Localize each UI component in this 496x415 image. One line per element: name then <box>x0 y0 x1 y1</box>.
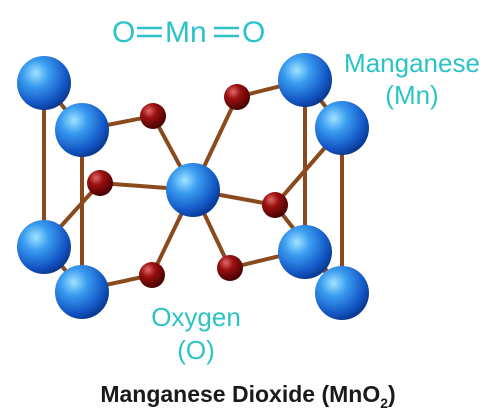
manganese-atom <box>278 225 332 279</box>
oxygen-symbol-label: (O) <box>177 335 215 365</box>
oxygen-atom <box>87 170 113 196</box>
oxygen-atom <box>140 103 166 129</box>
double-bond-right <box>214 26 239 38</box>
formula: O Mn O <box>112 16 265 49</box>
manganese-atom <box>315 101 369 155</box>
manganese-label: Manganese <box>344 48 480 78</box>
title-subscript: 2 <box>380 395 388 411</box>
manganese-atom <box>278 53 332 107</box>
formula-oxygen-left: O <box>112 16 135 49</box>
title-close: ) <box>388 381 396 407</box>
manganese-atom <box>17 220 71 274</box>
diagram-title: Manganese Dioxide (MnO2) <box>100 381 395 411</box>
oxygen-atom <box>224 84 250 110</box>
formula-manganese: Mn <box>165 16 207 49</box>
manganese-atom <box>17 56 71 110</box>
formula-oxygen-right: O <box>242 16 265 49</box>
manganese-atom <box>166 163 220 217</box>
manganese-atom <box>315 266 369 320</box>
manganese-atom <box>55 103 109 157</box>
oxygen-label: Oxygen <box>151 302 241 332</box>
oxygen-atom <box>139 262 165 288</box>
manganese-atom <box>55 265 109 319</box>
oxygen-atom <box>217 255 243 281</box>
oxygen-atom <box>262 192 288 218</box>
double-bond-left <box>137 26 162 38</box>
manganese-symbol-label: (Mn) <box>385 80 438 110</box>
